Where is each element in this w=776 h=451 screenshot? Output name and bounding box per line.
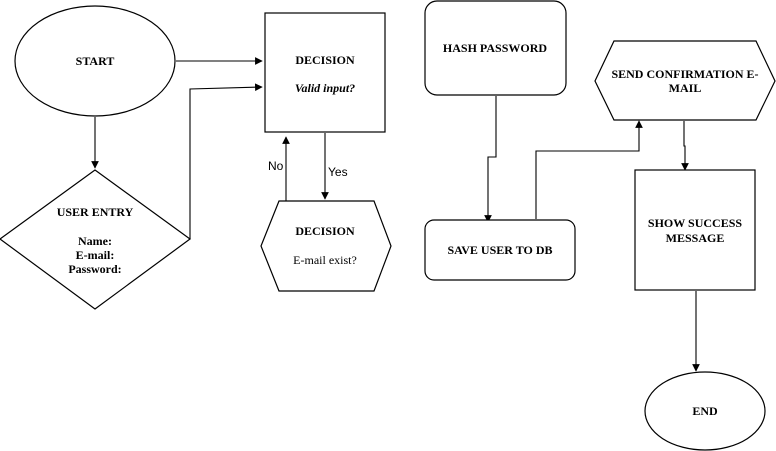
node-user-entry-field-email: E-mail: bbox=[76, 248, 115, 262]
node-send-confirmation-line1: SEND CONFIRMATION E- bbox=[611, 67, 758, 81]
node-show-success: SHOW SUCCESS MESSAGE bbox=[634, 169, 756, 291]
node-show-success-line2: MESSAGE bbox=[666, 231, 725, 245]
node-send-confirmation-line2: MAIL bbox=[669, 81, 702, 95]
edge-hash-to-save bbox=[484, 96, 497, 223]
edges bbox=[91, 57, 700, 372]
node-decision-email-exist: DECISION E-mail exist? bbox=[260, 200, 392, 292]
node-start-label: START bbox=[76, 54, 115, 68]
edge-label-yes: Yes bbox=[328, 165, 348, 179]
edge-user-entry-to-decision bbox=[189, 83, 263, 239]
node-user-entry-title: USER ENTRY bbox=[57, 205, 134, 219]
node-save-user: SAVE USER TO DB bbox=[424, 219, 576, 281]
node-save-user-label: SAVE USER TO DB bbox=[447, 243, 552, 257]
node-user-entry-field-password: Password: bbox=[68, 262, 121, 276]
node-decision-valid-input: DECISION Valid input? bbox=[264, 12, 386, 133]
edge-save-to-confirmation bbox=[535, 120, 643, 219]
node-decision-email-title: DECISION bbox=[295, 224, 355, 238]
node-start: START bbox=[14, 5, 176, 117]
node-hash-password-label: HASH PASSWORD bbox=[443, 41, 547, 55]
node-decision-email-question: E-mail exist? bbox=[293, 253, 357, 267]
node-show-success-line1: SHOW SUCCESS bbox=[648, 216, 742, 230]
node-user-entry-field-name: Name: bbox=[78, 234, 112, 248]
node-end: END bbox=[644, 371, 766, 451]
edge-confirmation-to-success bbox=[681, 121, 689, 171]
node-end-label: END bbox=[692, 404, 718, 418]
node-user-entry: USER ENTRY Name: E-mail: Password: bbox=[0, 169, 192, 310]
node-decision-valid-title: DECISION bbox=[295, 53, 355, 67]
node-decision-valid-question: Valid input? bbox=[295, 81, 355, 95]
node-send-confirmation: SEND CONFIRMATION E- MAIL bbox=[594, 40, 776, 121]
edge-label-no: No bbox=[268, 159, 284, 173]
node-hash-password: HASH PASSWORD bbox=[424, 0, 567, 96]
